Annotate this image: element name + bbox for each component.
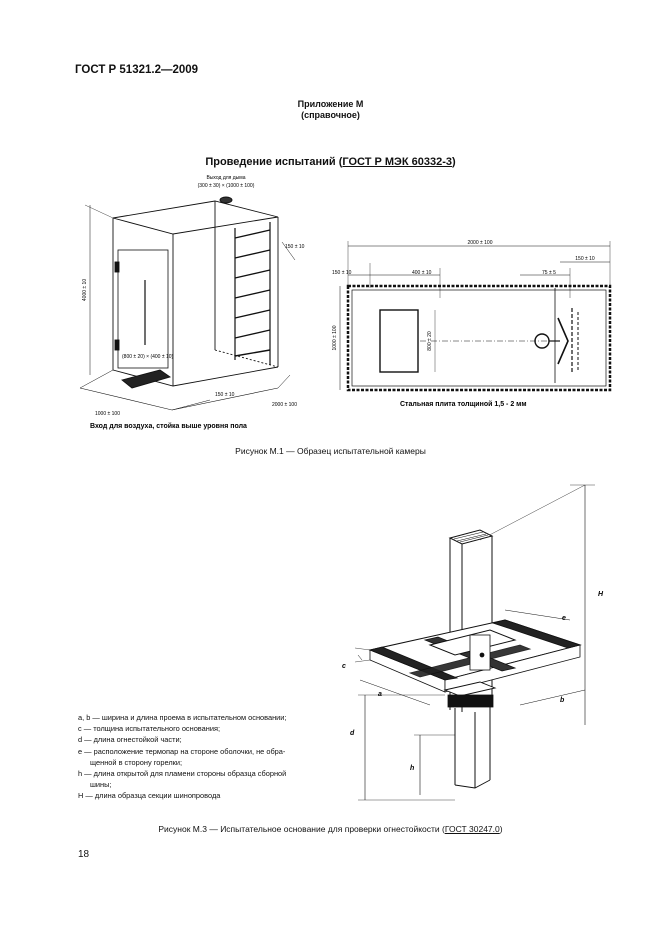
exhaust-dims: (300 ± 30) × (1000 ± 100) [198, 183, 255, 189]
dim-150-bottom: 150 ± 10 [215, 392, 235, 398]
figure3-caption: Рисунок М.3 — Испытательное основание дл… [158, 824, 503, 834]
ladder-rungs [234, 229, 271, 357]
section-title: Проведение испытаний (ГОСТ Р МЭК 60332-3… [205, 156, 456, 168]
chamber-wall-inner [351, 289, 607, 387]
exhaust-vent-icon [219, 196, 233, 204]
legend-item: d — длина огнестойкой части; [78, 735, 182, 745]
legend-item: щенной в сторону горелки; [90, 757, 183, 767]
label-a: a [378, 691, 382, 698]
plan-dim-800: 800 ± 20 [427, 331, 433, 351]
legend-item: c — толщина испытательного основания; [78, 724, 221, 734]
label-d: d [350, 730, 355, 737]
figure3-legend: a, b — ширина и длина проема в испытател… [78, 712, 287, 802]
burner-block [379, 309, 419, 373]
plan-dim-400: 400 ± 10 [412, 270, 432, 276]
dim-chamber-height: 4000 ± 10 [82, 279, 88, 301]
page-number: 18 [78, 849, 90, 860]
plan-dim-2000: 2000 ± 100 [468, 240, 493, 246]
gost-30247-link[interactable]: ГОСТ 30247.0 [444, 824, 500, 834]
plate-label: Стальная плита толщиной 1,5 - 2 мм [400, 400, 527, 408]
dim-150-top: 150 ± 10 [285, 244, 305, 250]
label-H: H [598, 591, 604, 598]
chamber-plan-drawing: 2000 ± 100 150 ± 10 150 ± 10 400 ± 10 75… [332, 240, 612, 408]
legend-item: a, b — ширина и длина проема в испытател… [78, 713, 287, 722]
document-header: ГОСТ Р 51321.2—2009 [75, 64, 199, 76]
chamber-wall-outer [346, 284, 612, 392]
plan-dim-150-left: 150 ± 10 [332, 270, 352, 276]
label-h: h [410, 765, 414, 772]
fire-test-base-drawing: H e c a b d h [342, 484, 604, 801]
legend-item: e — расположение термопар на стороне обо… [78, 746, 286, 756]
air-inlet-label: Вход для воздуха, стойка выше уровня пол… [90, 422, 247, 430]
label-c: c [342, 663, 346, 670]
dim-door: (800 ± 20) × (400 ± 10) [122, 354, 174, 360]
door-outline [117, 249, 169, 369]
appendix-title: Приложение М [297, 99, 364, 109]
chamber-isometric-drawing: Выход для дыма (300 ± 30) × (1000 ± 100)… [79, 175, 305, 430]
dim-2000: 2000 ± 100 [272, 402, 297, 408]
exhaust-label: Выход для дыма [206, 175, 245, 181]
legend-item: шины; [90, 780, 112, 790]
legend-item: H — длина образца секции шинопровода [78, 791, 221, 801]
legend-item: h — длина открытой для пламени стороны о… [78, 769, 287, 779]
plan-dim-75: 75 ± 5 [542, 270, 556, 276]
figure1-caption: Рисунок М.1 — Образец испытательной каме… [235, 446, 426, 456]
standard-link[interactable]: ГОСТ Р МЭК 60332-3 [342, 156, 453, 168]
label-b: b [560, 697, 565, 704]
plan-dim-150-right: 150 ± 10 [575, 256, 595, 262]
plan-dim-1000: 1000 ± 100 [332, 325, 338, 350]
chamber-top-outline [112, 200, 279, 235]
appendix-subtitle: (справочное) [301, 110, 360, 120]
dim-1000: 1000 ± 100 [95, 411, 120, 417]
label-e: e [562, 615, 566, 622]
